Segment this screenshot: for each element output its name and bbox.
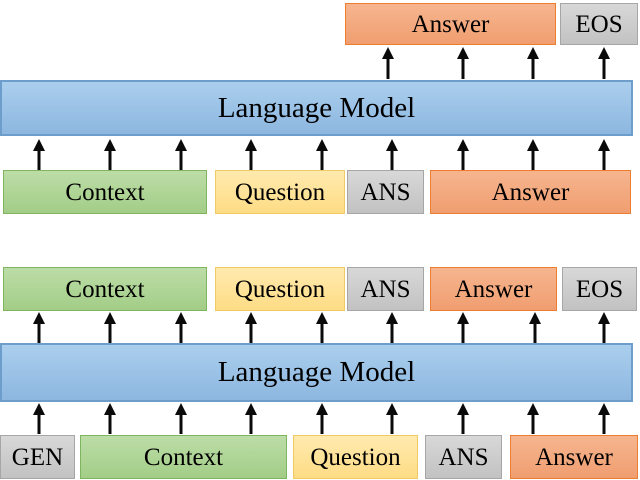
arrow-up-icon	[315, 312, 328, 343]
arrow-up-icon	[244, 403, 257, 434]
arrow-up-icon	[597, 403, 610, 434]
arrow-up-icon	[528, 312, 541, 343]
arrow-up-icon	[32, 312, 45, 343]
bottom-output-context-box: Context	[3, 267, 207, 311]
top-output-answer-box: Answer	[345, 3, 556, 45]
arrow-up-icon	[32, 403, 45, 434]
top-output-eos-box: EOS	[560, 3, 638, 45]
bottom-output-answer-box: Answer	[430, 267, 557, 311]
bottom-output-eos-box: EOS	[562, 267, 637, 311]
bottom-input-question-box: Question	[293, 435, 418, 479]
arrow-up-icon	[174, 139, 187, 170]
arrow-up-icon	[381, 47, 394, 79]
bottom-input-ans-box: ANS	[425, 435, 502, 479]
bottom-output-ans-box: ANS	[347, 267, 424, 311]
arrow-up-icon	[315, 403, 328, 434]
bottom-input-context-box: Context	[80, 435, 287, 479]
arrow-up-icon	[244, 312, 257, 343]
arrow-up-icon	[315, 139, 328, 170]
bottom-input-answer-box: Answer	[510, 435, 638, 479]
top-language-model-bar: Language Model	[0, 80, 633, 136]
arrow-up-icon	[597, 312, 610, 343]
arrow-up-icon	[174, 403, 187, 434]
top-input-answer-box: Answer	[430, 170, 631, 214]
arrow-up-icon	[597, 47, 610, 79]
arrow-up-icon	[597, 139, 610, 170]
arrow-up-icon	[244, 139, 257, 170]
arrow-up-icon	[456, 139, 469, 170]
arrow-up-icon	[526, 139, 539, 170]
arrow-up-icon	[456, 312, 469, 343]
top-input-context-box: Context	[3, 170, 207, 214]
arrow-up-icon	[103, 139, 116, 170]
arrow-up-icon	[526, 47, 539, 79]
arrow-up-icon	[456, 47, 469, 79]
arrow-up-icon	[103, 403, 116, 434]
arrow-up-icon	[174, 312, 187, 343]
bottom-output-question-box: Question	[215, 267, 345, 311]
top-input-question-box: Question	[215, 170, 345, 214]
bottom-language-model-bar: Language Model	[0, 343, 633, 402]
bottom-input-gen-box: GEN	[0, 435, 75, 479]
arrow-up-icon	[103, 312, 116, 343]
arrow-up-icon	[385, 139, 398, 170]
arrow-up-icon	[526, 403, 539, 434]
arrow-up-icon	[32, 139, 45, 170]
top-input-ans-box: ANS	[347, 170, 424, 214]
arrow-up-icon	[456, 403, 469, 434]
arrow-up-icon	[385, 403, 398, 434]
arrow-up-icon	[385, 312, 398, 343]
